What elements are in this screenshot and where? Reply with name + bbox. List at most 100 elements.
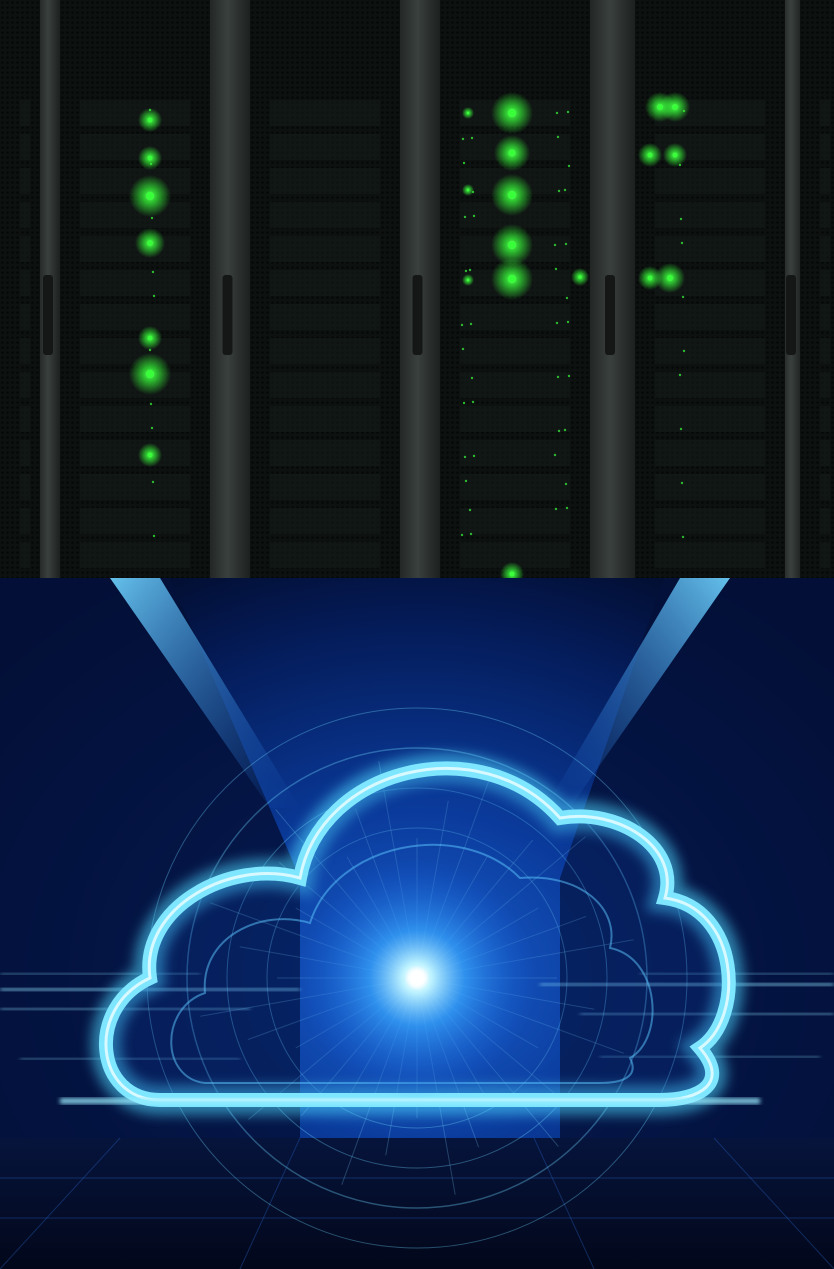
status-led — [647, 275, 653, 281]
status-led — [578, 275, 582, 279]
status-led — [472, 214, 476, 218]
server-unit — [80, 270, 190, 296]
server-unit — [270, 542, 380, 568]
status-led — [147, 155, 153, 161]
base-light-bar — [60, 1098, 760, 1104]
status-led — [466, 188, 470, 192]
rack-door-handle — [605, 275, 615, 355]
status-led — [672, 104, 678, 110]
status-led — [461, 347, 465, 351]
cloud-inner-ring — [170, 843, 654, 1084]
status-led — [152, 534, 156, 538]
status-led — [151, 480, 155, 484]
status-led — [678, 373, 682, 377]
rack-door-handle — [222, 275, 233, 355]
led-glow — [500, 562, 524, 578]
status-led — [566, 110, 570, 114]
status-led — [555, 111, 559, 115]
status-led — [148, 348, 152, 352]
server-unit — [20, 270, 30, 296]
status-led — [680, 481, 684, 485]
server-unit — [460, 372, 570, 398]
status-led — [564, 482, 568, 486]
status-led — [508, 149, 516, 157]
status-led — [468, 268, 472, 272]
server-unit — [270, 338, 380, 364]
server-unit — [20, 372, 30, 398]
server-unit — [820, 542, 830, 568]
server-unit — [460, 474, 570, 500]
server-unit — [820, 304, 830, 330]
cloud-scene — [0, 578, 834, 1269]
server-unit — [270, 406, 380, 432]
status-led — [565, 506, 569, 510]
server-unit — [655, 236, 765, 262]
server-unit — [820, 338, 830, 364]
light-streak — [540, 983, 834, 986]
status-led — [151, 270, 155, 274]
server-unit — [270, 440, 380, 466]
status-led — [554, 507, 558, 511]
floor — [0, 1138, 834, 1269]
server-unit — [20, 474, 30, 500]
status-led — [507, 274, 517, 284]
status-led — [471, 400, 475, 404]
server-unit — [820, 168, 830, 194]
status-led — [464, 479, 468, 483]
status-led — [149, 402, 153, 406]
status-led — [460, 323, 464, 327]
status-led — [680, 241, 684, 245]
server-unit — [270, 508, 380, 534]
status-led — [463, 215, 467, 219]
status-led — [567, 164, 571, 168]
status-led — [460, 533, 464, 537]
status-led — [667, 275, 673, 281]
status-led — [470, 136, 474, 140]
server-unit — [655, 542, 765, 568]
status-led — [563, 428, 567, 432]
server-unit — [270, 134, 380, 160]
status-led — [147, 452, 153, 458]
server-unit — [655, 304, 765, 330]
server-unit — [20, 508, 30, 534]
status-led — [145, 191, 155, 201]
server-unit — [820, 270, 830, 296]
server-unit — [80, 100, 190, 126]
server-unit — [460, 304, 570, 330]
status-led — [152, 294, 156, 298]
server-unit — [820, 508, 830, 534]
status-led — [681, 295, 685, 299]
server-unit — [460, 508, 570, 534]
light-streak — [20, 1058, 240, 1060]
server-unit — [820, 134, 830, 160]
server-unit — [20, 406, 30, 432]
status-led — [564, 242, 568, 246]
server-unit — [270, 372, 380, 398]
server-unit — [820, 236, 830, 262]
status-led — [507, 240, 517, 250]
status-led — [682, 109, 686, 113]
status-led — [462, 161, 466, 165]
status-led — [567, 374, 571, 378]
status-led — [554, 267, 558, 271]
server-unit — [20, 440, 30, 466]
server-unit — [820, 100, 830, 126]
server-unit — [820, 440, 830, 466]
status-led — [681, 535, 685, 539]
status-led — [149, 162, 153, 166]
status-led — [471, 190, 475, 194]
server-unit — [270, 168, 380, 194]
status-led — [678, 163, 682, 167]
server-unit — [20, 236, 30, 262]
server-unit — [270, 202, 380, 228]
status-led — [150, 216, 154, 220]
core-light-point — [407, 968, 427, 988]
status-led — [565, 296, 569, 300]
status-led — [566, 320, 570, 324]
server-unit — [655, 406, 765, 432]
status-led — [147, 117, 153, 123]
status-led — [557, 429, 561, 433]
status-led — [472, 454, 476, 458]
status-led — [672, 152, 678, 158]
status-led — [462, 401, 466, 405]
